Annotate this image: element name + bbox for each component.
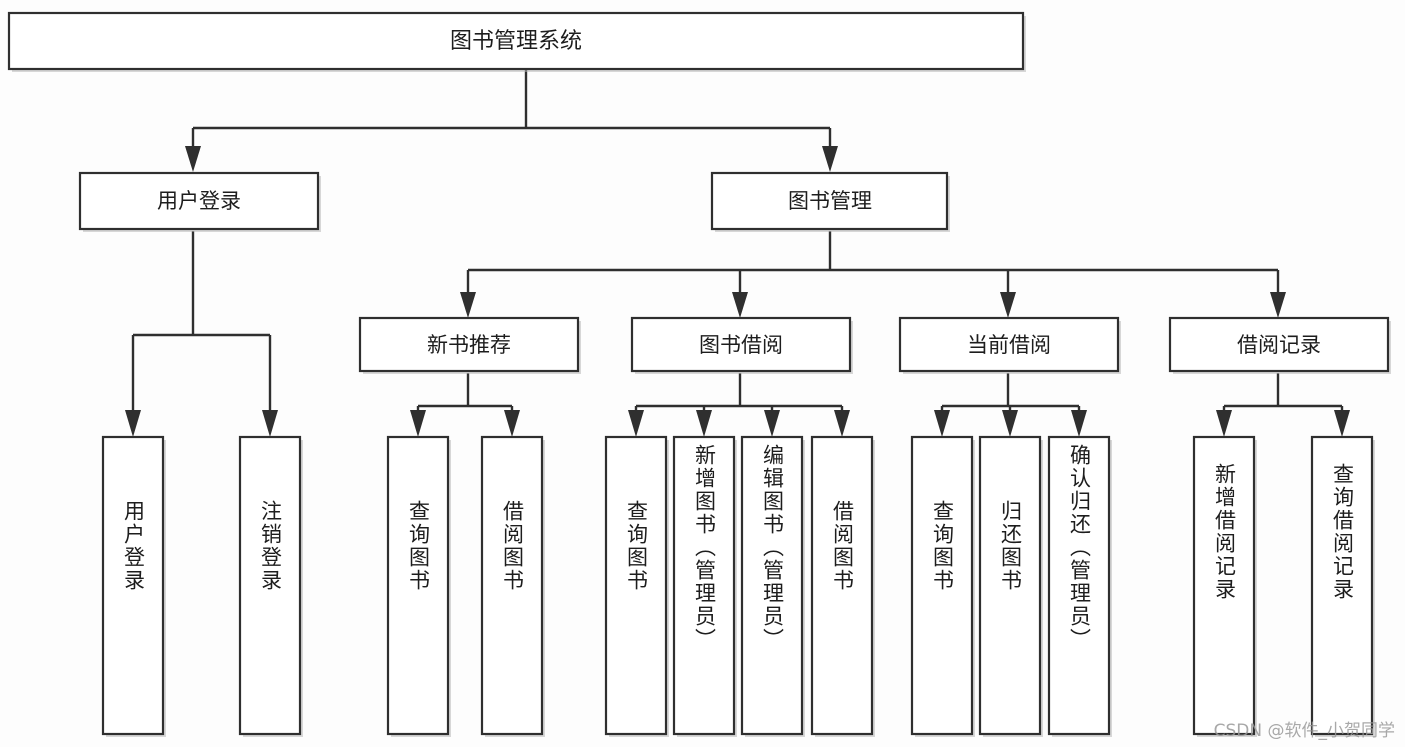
arrow-borrow-leaf-4 <box>834 410 850 437</box>
node-book-management-label: 图书管理 <box>788 189 872 213</box>
connector-group-user-login <box>125 231 278 437</box>
arrow-borrow-leaf-2 <box>696 410 712 437</box>
node-leaf-recommend-2[interactable] <box>480 435 544 736</box>
node-book-borrow-label: 图书借阅 <box>699 333 783 357</box>
node-leaf-record-1[interactable] <box>1192 435 1256 736</box>
arrow-user-leaf-1 <box>125 410 141 437</box>
node-book-management[interactable] <box>710 171 949 231</box>
node-leaf-current-2[interactable] <box>978 435 1042 736</box>
node-leaf-record-2[interactable] <box>1310 435 1374 736</box>
arrow-user-leaf-2 <box>262 410 278 437</box>
node-leaf-recommend-1[interactable] <box>386 435 450 736</box>
arrow-current-leaf-3 <box>1071 410 1087 437</box>
connector-group-borrow-record <box>1216 373 1350 437</box>
arrow-borrow-leaf-1 <box>628 410 644 437</box>
node-borrow-record[interactable] <box>1168 316 1390 373</box>
arrow-recommend-leaf-2 <box>504 410 520 437</box>
node-root-label: 图书管理系统 <box>450 29 582 54</box>
arrow-current-leaf-2 <box>1002 410 1018 437</box>
node-leaf-borrow-2[interactable] <box>672 435 736 736</box>
node-user-login[interactable] <box>78 171 320 231</box>
arrow-record-leaf-1 <box>1216 410 1232 437</box>
arrow-book-to-current <box>1000 292 1016 318</box>
arrow-borrow-leaf-3 <box>764 410 780 437</box>
connector-group-book-management <box>460 231 1286 318</box>
node-user-login-label: 用户登录 <box>157 189 241 213</box>
node-leaf-user-login-2[interactable] <box>238 435 302 736</box>
node-leaf-borrow-3[interactable] <box>740 435 804 736</box>
node-leaf-borrow-1[interactable] <box>604 435 668 736</box>
connector-group-root <box>185 68 838 172</box>
arrow-book-to-borrow <box>732 292 748 318</box>
node-root[interactable] <box>7 11 1025 71</box>
node-new-book-recommend[interactable] <box>358 316 580 373</box>
node-book-borrow[interactable] <box>630 316 852 373</box>
node-leaf-current-1[interactable] <box>910 435 974 736</box>
arrow-recommend-leaf-1 <box>410 410 426 437</box>
node-current-borrow[interactable] <box>898 316 1120 373</box>
node-current-borrow-label: 当前借阅 <box>967 333 1051 357</box>
connector-group-book-borrow <box>628 373 850 437</box>
node-borrow-record-label: 借阅记录 <box>1237 333 1321 357</box>
arrow-book-to-record <box>1270 292 1286 318</box>
arrow-record-leaf-2 <box>1334 410 1350 437</box>
arrow-current-leaf-1 <box>934 410 950 437</box>
connector-group-new-book <box>410 373 520 437</box>
node-leaf-current-3[interactable] <box>1047 435 1111 736</box>
node-leaf-borrow-4[interactable] <box>810 435 874 736</box>
arrow-root-to-book <box>822 146 838 172</box>
node-new-book-recommend-label: 新书推荐 <box>427 333 511 357</box>
node-leaf-user-login-1[interactable] <box>101 435 165 736</box>
connector-group-current-borrow <box>934 373 1087 437</box>
arrow-book-to-recommend <box>460 292 476 318</box>
arrow-root-to-user <box>185 146 201 172</box>
